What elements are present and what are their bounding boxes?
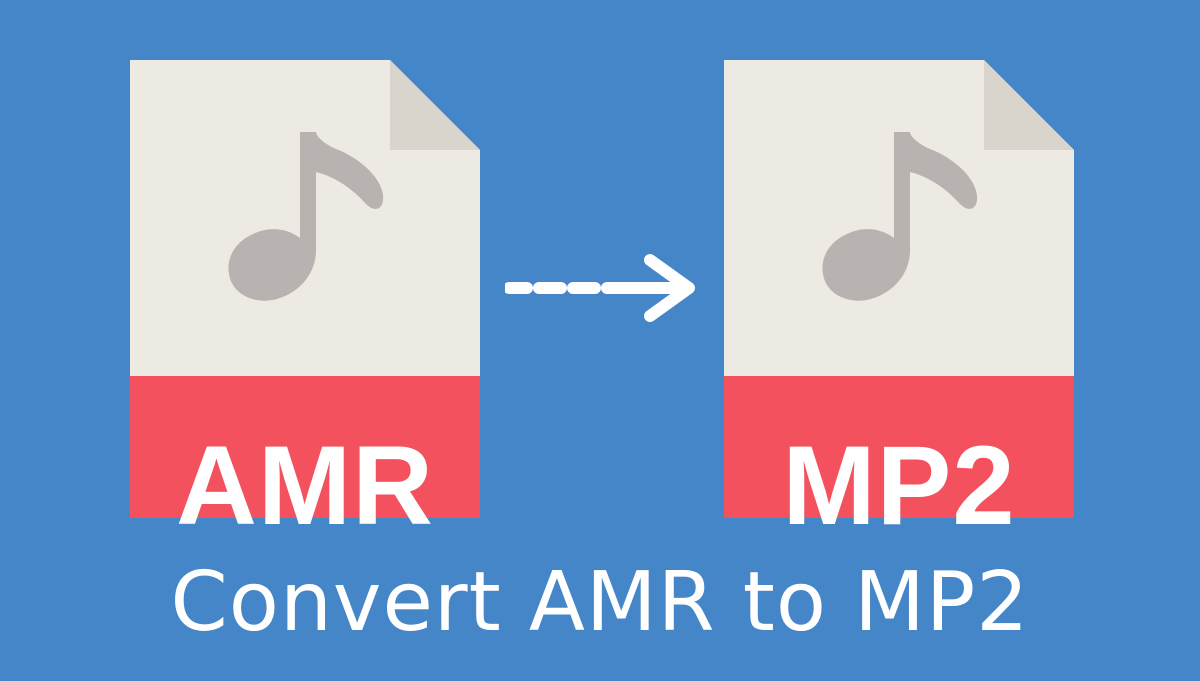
- amr-file-icon: [130, 60, 480, 518]
- mp2-file-label: MP2: [782, 423, 1016, 548]
- mp2-file-icon: [724, 60, 1074, 518]
- music-note-icon: [822, 132, 978, 301]
- amr-file-card: AMR: [130, 60, 480, 542]
- amr-file-label: AMR: [175, 423, 435, 548]
- mp2-file-card: MP2: [724, 60, 1074, 542]
- music-note-icon: [228, 132, 384, 301]
- conversion-caption: Convert AMR to MP2: [170, 555, 1030, 650]
- dashed-right-arrow-icon: [503, 250, 700, 328]
